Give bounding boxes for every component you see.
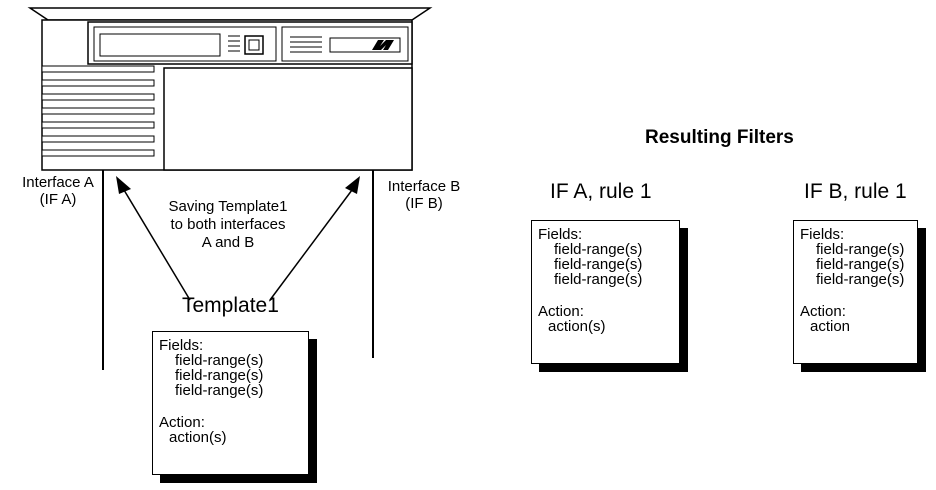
results-heading: Resulting Filters	[645, 127, 794, 148]
action-value: action(s)	[169, 429, 227, 446]
interface-b-label: Interface B (IF B)	[387, 178, 461, 212]
field-range: field-range(s)	[175, 367, 264, 384]
fields-label: Fields:	[538, 226, 583, 243]
action-value: action	[810, 318, 851, 335]
fields-label: Fields:	[800, 226, 845, 243]
arrow-to-if-a	[123, 189, 191, 301]
arrow-to-if-b	[269, 189, 353, 301]
field-range: field-range(s)	[175, 352, 264, 369]
arrow-head-if-a	[116, 176, 131, 194]
field-range: field-range(s)	[816, 241, 905, 258]
field-range: field-range(s)	[816, 271, 905, 288]
router-device	[27, 7, 433, 171]
action-label: Action:	[159, 414, 205, 431]
action-label: Action:	[538, 303, 584, 320]
saving-note: Saving Template1 to both interfaces A an…	[168, 198, 288, 251]
filter-b-card: Fields: field-range(s) field-range(s) fi…	[793, 220, 918, 364]
arrow-head-if-b	[345, 176, 360, 194]
vendor-logo-icon	[372, 40, 394, 50]
template-card: Fields: field-range(s) field-range(s) fi…	[152, 331, 309, 475]
filter-a-card: Fields: field-range(s) field-range(s) fi…	[531, 220, 680, 364]
fields-label: Fields:	[159, 337, 204, 354]
field-range: field-range(s)	[554, 271, 643, 288]
filter-b-title: IF B, rule 1	[804, 180, 907, 203]
action-label: Action:	[800, 303, 846, 320]
field-range: field-range(s)	[816, 256, 905, 273]
field-range: field-range(s)	[554, 241, 643, 258]
save-arrows	[116, 176, 360, 301]
filter-a-title: IF A, rule 1	[550, 180, 652, 203]
interface-a-cable	[102, 170, 104, 370]
template-title: Template1	[182, 294, 279, 317]
action-value: action(s)	[548, 318, 606, 335]
interface-b-cable	[372, 170, 374, 358]
interface-a-label: Interface A (IF A)	[22, 174, 94, 208]
field-range: field-range(s)	[554, 256, 643, 273]
field-range: field-range(s)	[175, 382, 264, 399]
